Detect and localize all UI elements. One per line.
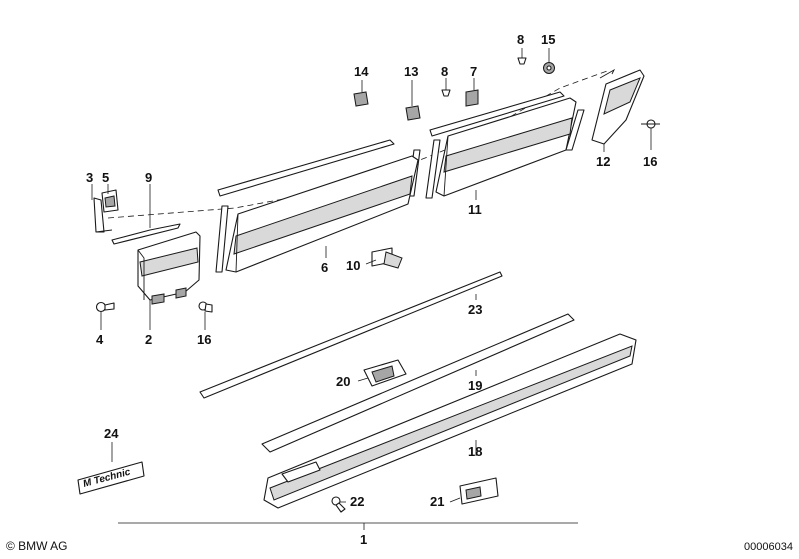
copyright-text: © BMW AG [6,539,68,553]
part-14-clip [353,91,369,107]
strip-end-rear [565,109,585,151]
strip-end-left [215,205,229,273]
part-4-screw [95,301,115,313]
part-18-rocker-panel [263,333,637,509]
part-23-rail [199,271,503,399]
part-13-clip [405,105,421,121]
callout-18: 18 [468,444,482,459]
part-5-clip [101,189,119,213]
callout-numbers: 3 5 9 4 2 16 6 10 11 14 13 8 7 8 15 12 1… [86,32,657,547]
part-2-corner-cover [137,231,201,305]
callout-3: 3 [86,170,93,185]
part-7-clip [465,89,479,107]
upper-strip-rear [429,91,565,137]
callout-5: 5 [102,170,109,185]
callout-11: 11 [468,202,482,217]
part-19-sill-strip [261,313,575,453]
callout-22: 22 [350,494,364,509]
part-8-pin-top [517,57,527,65]
callout-6: 6 [321,260,328,275]
callout-13: 13 [404,64,418,79]
callout-15: 15 [541,32,555,47]
callout-7: 7 [470,64,477,79]
part-21-end-cap [459,477,499,505]
leader-lines [91,48,652,530]
callout-4: 4 [96,332,104,347]
callout-19: 19 [468,378,482,393]
part-10-clip [371,247,403,269]
part-17-screw [198,301,213,313]
part-3-bracket [93,197,113,233]
strip-end-right [425,139,441,199]
callout-2: 2 [145,332,152,347]
upper-strip-front [217,139,395,197]
callout-14: 14 [354,64,369,79]
drawing-number: 00006034 [744,541,793,553]
callout-21: 21 [430,494,444,509]
callout-8-top: 8 [517,32,524,47]
callout-20: 20 [336,374,350,389]
callout-17: 16 [197,332,211,347]
part-24-badge: M Technic [77,461,145,495]
callout-8-mid: 8 [441,64,448,79]
part-8-pin-mid [441,89,451,97]
part-6-door-molding [225,155,419,273]
callout-16: 16 [643,154,657,169]
part-16-screw [641,119,660,129]
part-15-nut [543,62,555,74]
callout-10: 10 [346,258,360,273]
callout-1: 1 [360,532,367,547]
callout-12: 12 [596,154,610,169]
part-20-bracket [363,359,407,387]
part-22-screw [331,496,346,513]
part-9-strip [111,223,181,245]
callout-24: 24 [104,426,119,441]
callout-23: 23 [468,302,482,317]
part-12-quarter-piece [591,68,645,145]
callout-9: 9 [145,170,152,185]
